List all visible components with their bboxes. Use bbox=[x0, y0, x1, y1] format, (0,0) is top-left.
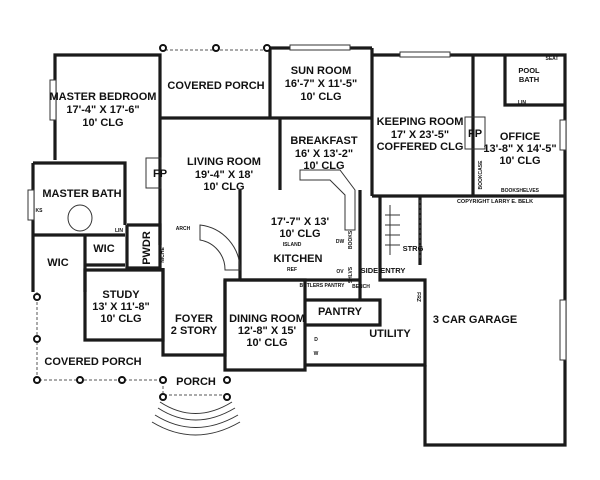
bookcase-label: BOOKCASE bbox=[478, 160, 484, 190]
windows bbox=[27, 44, 567, 361]
island-label: ISLAND bbox=[283, 242, 302, 248]
shelves-label: SHLVS bbox=[348, 266, 354, 283]
butlers-pantry-label: BUTLERS PANTRY bbox=[300, 283, 346, 289]
bench-label: BENCH bbox=[352, 284, 370, 290]
stairs bbox=[199, 169, 421, 271]
kitchen-island-counter bbox=[299, 169, 356, 231]
bathtub bbox=[67, 204, 93, 232]
pantry-label: PANTRY bbox=[318, 306, 363, 318]
fp-living-label: FP bbox=[153, 168, 167, 180]
wic-left-label: WIC bbox=[47, 257, 68, 269]
porch-label: PORCH bbox=[176, 376, 216, 388]
washer-label: W bbox=[314, 351, 319, 357]
strg-label: STRG bbox=[403, 244, 424, 253]
lin-pool-label: LIN bbox=[518, 100, 526, 106]
copyright: COPYRIGHT LARRY E. BELK bbox=[457, 199, 533, 205]
fp-keeping-label: FP bbox=[468, 128, 482, 140]
books-label: BOOKS bbox=[348, 230, 354, 249]
pwdr-label: PWDR bbox=[141, 231, 153, 265]
bookshelves-label: BOOKSHELVES bbox=[501, 188, 540, 194]
porch-outlines bbox=[33, 44, 271, 436]
garage-label: 3 CAR GARAGE bbox=[433, 314, 517, 326]
dryer-label: D bbox=[314, 337, 318, 343]
front-steps bbox=[151, 401, 241, 436]
ov-label: OV bbox=[336, 269, 344, 275]
utility-label: UTILITY bbox=[369, 328, 411, 340]
annotations: FP FP BOOKCASE BOOKSHELVES COPYRIGHT LAR… bbox=[36, 56, 559, 357]
ks-label: KS bbox=[36, 208, 44, 214]
wic-right-label: WIC bbox=[93, 243, 114, 255]
ref-label: REF bbox=[287, 267, 297, 273]
covered-porch-front-label: COVERED PORCH bbox=[44, 356, 141, 368]
covered-porch-rear-label: COVERED PORCH bbox=[167, 80, 264, 92]
dw-label: DW bbox=[336, 239, 345, 245]
lin-label: LIN bbox=[115, 228, 123, 234]
seat-label: SEAT bbox=[546, 56, 559, 62]
niche-label: NICHE bbox=[160, 247, 166, 263]
side-entry-label: SIDE ENTRY bbox=[361, 266, 406, 275]
master-bath-label: MASTER BATH bbox=[42, 188, 121, 200]
arch-label: ARCH bbox=[176, 226, 191, 232]
frz-label: FRZ bbox=[415, 292, 421, 302]
